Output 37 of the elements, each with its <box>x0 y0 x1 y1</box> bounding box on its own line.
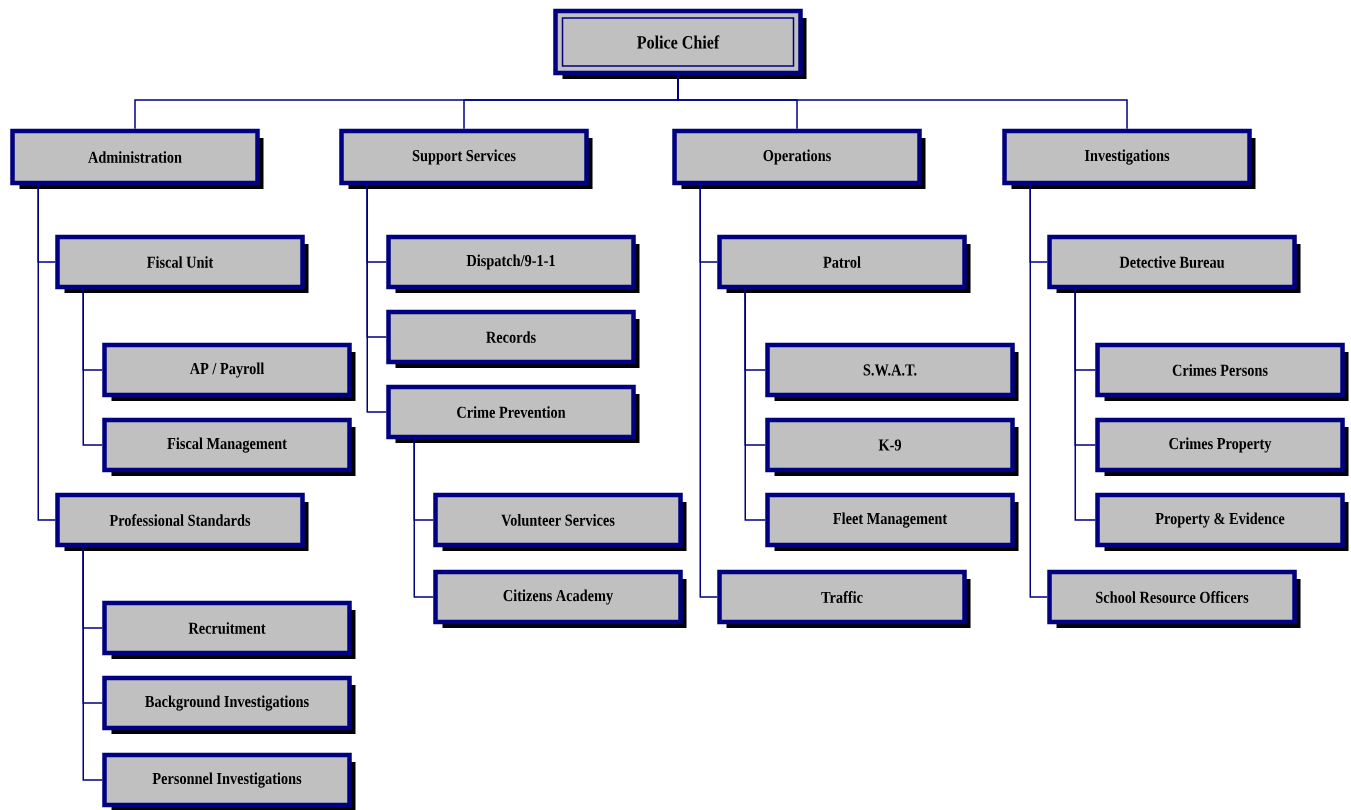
connector-line <box>1029 184 1048 598</box>
connector-line <box>37 184 56 521</box>
unit-box: Traffic <box>717 569 971 628</box>
connector-line <box>677 74 1128 130</box>
unit-box: Volunteer Services <box>433 492 687 551</box>
unit-box: Personnel Investigations <box>102 752 356 810</box>
connector-line <box>366 184 387 413</box>
unit-box: Property & Evidence <box>1095 492 1349 551</box>
unit-box: Crime Prevention <box>386 384 640 443</box>
connector-line <box>413 438 434 598</box>
connector-line <box>699 184 718 598</box>
unit-box: Patrol <box>717 234 971 293</box>
unit-box: S.W.A.T. <box>765 342 1019 401</box>
connector-line <box>82 288 103 446</box>
unit-box: Investigations <box>1002 128 1256 189</box>
connector-line <box>82 546 103 781</box>
unit-box: Detective Bureau <box>1047 234 1301 293</box>
unit-box: Administration <box>10 128 264 189</box>
chief-box: Police Chief <box>553 8 807 79</box>
unit-box: Dispatch/9-1-1 <box>386 234 640 293</box>
unit-box: Fleet Management <box>765 492 1019 551</box>
connector-line <box>1074 288 1096 521</box>
unit-box: K-9 <box>765 417 1019 476</box>
connector-line <box>744 288 766 521</box>
unit-box: Recruitment <box>102 600 356 659</box>
unit-box: Fiscal Management <box>102 417 356 476</box>
unit-box: Crimes Persons <box>1095 342 1349 401</box>
unit-box: Records <box>386 309 640 368</box>
unit-box: Support Services <box>339 128 593 189</box>
unit-box: School Resource Officers <box>1047 569 1301 628</box>
unit-box: Professional Standards <box>55 492 309 551</box>
unit-box: Citizens Academy <box>433 569 687 628</box>
unit-box: Operations <box>672 128 926 189</box>
unit-box: AP / Payroll <box>102 342 356 401</box>
unit-box: Fiscal Unit <box>55 234 309 293</box>
unit-box: Crimes Property <box>1095 417 1349 476</box>
unit-box: Background Investigations <box>102 675 356 734</box>
